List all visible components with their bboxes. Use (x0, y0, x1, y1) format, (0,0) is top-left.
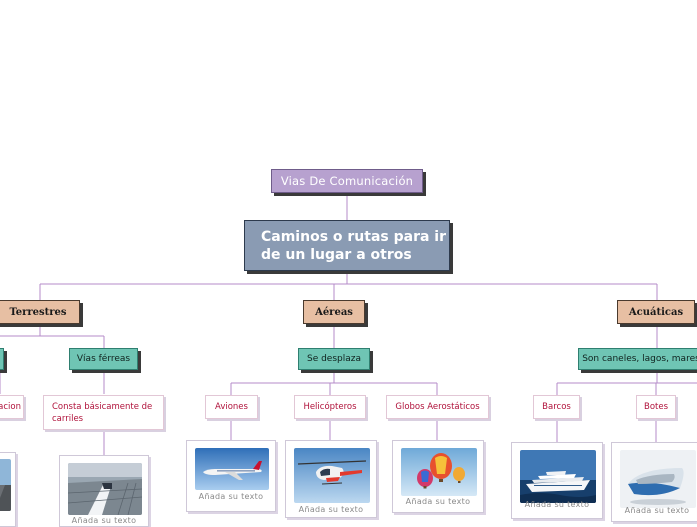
detail-partial-left[interactable]: acion (0, 395, 24, 419)
category-terrestres[interactable]: Terrestres (0, 300, 80, 324)
image-caption-ship: Añada su texto (524, 500, 590, 509)
image-card-ship[interactable]: Añada su texto (511, 442, 603, 519)
image-caption-helicopter: Añada su texto (298, 505, 364, 514)
map-title[interactable]: Vias De Comunicación (271, 169, 423, 193)
detail-barcos[interactable]: Barcos (533, 395, 580, 419)
detail-aviones[interactable]: Aviones (205, 395, 258, 419)
image-caption-partial: o (0, 513, 15, 522)
subtopic-vias-ferreas[interactable]: Vías férreas (69, 348, 138, 370)
subtopic-partial-left[interactable] (0, 348, 4, 370)
train-photo (68, 463, 142, 515)
ship-photo (520, 450, 596, 503)
helicopter-photo (294, 448, 370, 503)
balloons-photo (401, 448, 477, 496)
image-caption-airplane: Añada su texto (198, 492, 264, 501)
image-card-airplane[interactable]: Añada su texto (186, 440, 276, 512)
detail-helicopteros[interactable]: Helicópteros (294, 395, 366, 419)
image-card-boat[interactable]: Añada su texto (611, 442, 697, 522)
subtopic-canales[interactable]: Son caneles, lagos, mares (578, 348, 697, 370)
detail-consta[interactable]: Consta básicamente de carriles (43, 395, 164, 430)
category-acuaticas[interactable]: Acuáticas (617, 300, 695, 324)
image-caption-balloons: Añada su texto (405, 497, 471, 506)
image-card-train[interactable]: Añada su texto (59, 455, 149, 527)
detail-globos[interactable]: Globos Aerostáticos (386, 395, 489, 419)
category-aereas[interactable]: Aéreas (303, 300, 365, 324)
image-card-road[interactable]: o (0, 452, 16, 527)
road-photo (0, 459, 11, 511)
central-topic[interactable]: Caminos o rutas para ir de un lugar a ot… (244, 220, 450, 271)
image-card-balloons[interactable]: Añada su texto (392, 440, 484, 513)
airplane-photo (195, 448, 269, 490)
image-card-helicopter[interactable]: Añada su texto (285, 440, 377, 518)
subtopic-se-desplaza[interactable]: Se desplaza (298, 348, 370, 370)
boat-photo (620, 450, 696, 508)
image-caption-train: Añada su texto (71, 516, 137, 525)
image-caption-boat: Añada su texto (624, 506, 690, 515)
detail-botes[interactable]: Botes (636, 395, 676, 419)
